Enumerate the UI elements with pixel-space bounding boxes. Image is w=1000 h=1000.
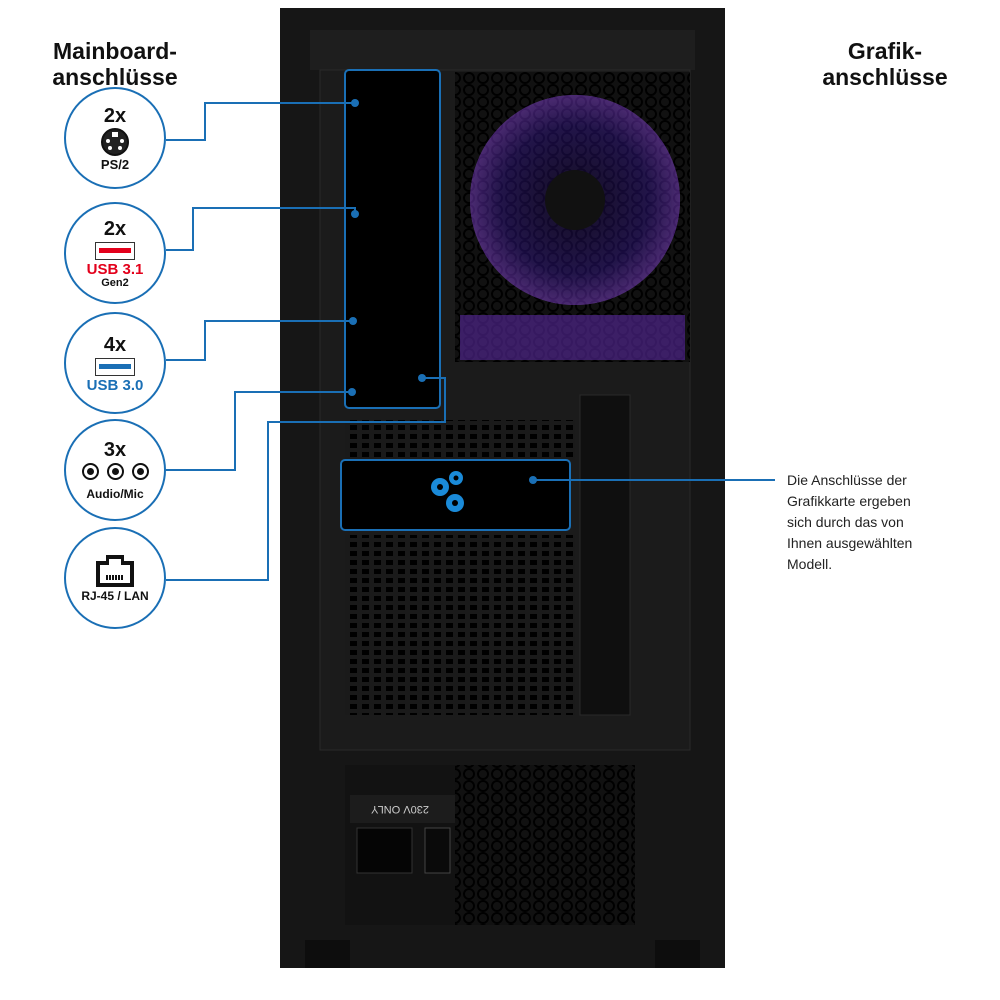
port-lan: RJ-45 / LAN: [64, 527, 166, 629]
power-supply: [345, 765, 635, 925]
mainboard-heading: Mainboard- anschlüsse: [40, 38, 190, 90]
note-line: Die Anschlüsse der: [787, 472, 907, 488]
port-sublabel: Gen2: [101, 276, 129, 289]
case-fan: [455, 72, 690, 362]
port-count: 3x: [103, 438, 127, 461]
port-count: 2x: [103, 217, 127, 240]
audio-jack-icon: [78, 461, 153, 487]
usb-icon: [95, 357, 135, 376]
port-ps2: 2x PS/2: [64, 87, 166, 189]
port-usb30: 4x USB 3.0: [64, 312, 166, 414]
note-line: sich durch das von: [787, 514, 904, 530]
ethernet-icon: [96, 554, 134, 587]
usb-icon: [95, 241, 135, 260]
note-line: Ihnen ausgewählten: [787, 535, 913, 551]
heading-line: Mainboard-: [53, 38, 177, 64]
graphics-heading: Grafik- anschlüsse: [810, 38, 960, 90]
heading-line: Grafik-: [847, 38, 923, 64]
connector-dots: [348, 99, 537, 484]
port-label: USB 3.0: [86, 376, 144, 394]
psu-voltage-label: 230V ONLY: [370, 803, 429, 815]
port-usb31: 2x USB 3.1 Gen2: [64, 202, 166, 304]
port-label: USB 3.1: [86, 260, 144, 278]
port-count: 2x: [103, 104, 127, 127]
port-label: RJ-45 / LAN: [81, 588, 149, 603]
connector-lines: [166, 102, 775, 581]
port-label: PS/2: [100, 156, 130, 172]
heading-line: anschlüsse: [52, 64, 178, 90]
graphics-note: Die Anschlüsse der Grafikkarte ergeben s…: [787, 470, 912, 575]
io-panel: [344, 69, 441, 409]
note-line: Grafikkarte ergeben: [787, 493, 911, 509]
port-count: 4x: [103, 333, 127, 356]
note-line: Modell.: [787, 556, 833, 572]
gear-icon: [431, 471, 464, 512]
port-audio: 3x Audio/Mic: [64, 419, 166, 521]
expansion-slots: [345, 394, 631, 716]
heading-line: anschlüsse: [822, 64, 948, 90]
port-label: Audio/Mic: [86, 486, 144, 501]
ps2-icon: [101, 127, 129, 156]
